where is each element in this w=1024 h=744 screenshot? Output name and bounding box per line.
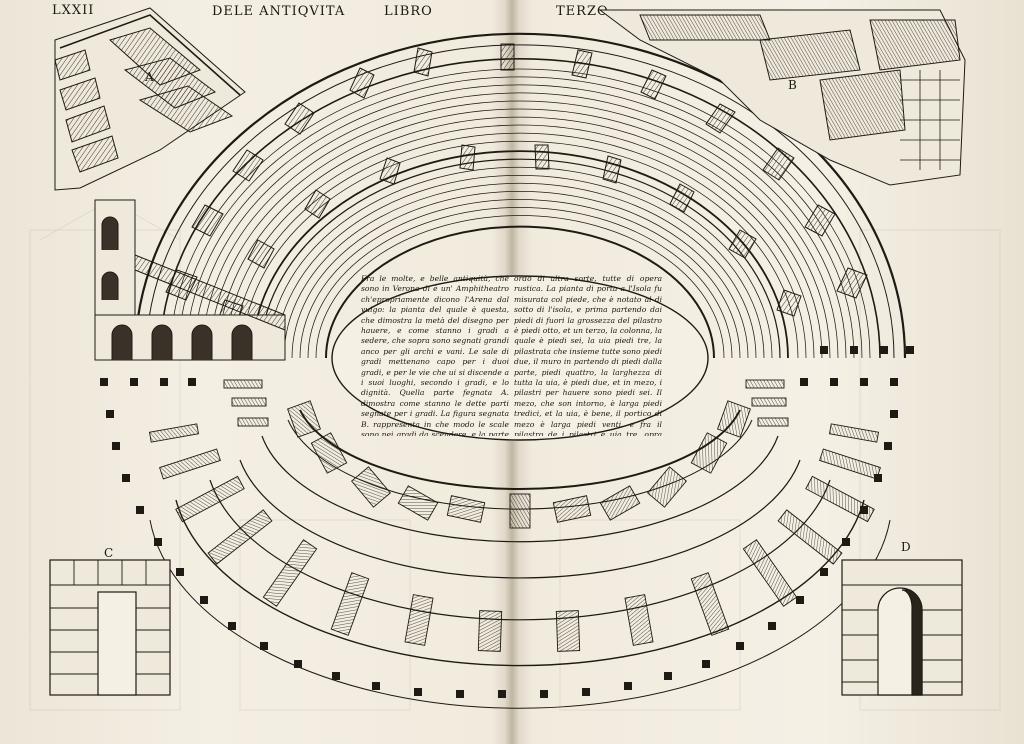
ground-plan bbox=[149, 409, 891, 709]
plan-radial-walls bbox=[148, 379, 881, 652]
left-elevation-arcades bbox=[94, 199, 286, 361]
commentary-text-left: Fra le molte, e belle antiquità, che son… bbox=[361, 274, 509, 436]
running-head-right: TERZO bbox=[556, 4, 609, 19]
plate-label-c: C bbox=[104, 546, 114, 560]
plate-label-d: D bbox=[901, 540, 911, 554]
detail-d-arched-doorway bbox=[841, 559, 963, 696]
arena-floor bbox=[331, 275, 709, 441]
outer-piers bbox=[100, 346, 914, 698]
left-folio-number: LXXII bbox=[52, 3, 95, 18]
plate-label-a: A bbox=[145, 70, 154, 84]
plate-label-b: B bbox=[788, 78, 797, 92]
detail-a-stair-section bbox=[54, 7, 246, 191]
running-head-left: DELE ANTIQVITA bbox=[212, 4, 346, 19]
detail-b-masonry-section bbox=[598, 9, 966, 186]
commentary-text-right: ordo di altra sorte, tutte di opera rust… bbox=[514, 274, 662, 436]
running-head-center: LIBRO bbox=[384, 4, 433, 19]
detail-c-doorway bbox=[49, 559, 171, 696]
